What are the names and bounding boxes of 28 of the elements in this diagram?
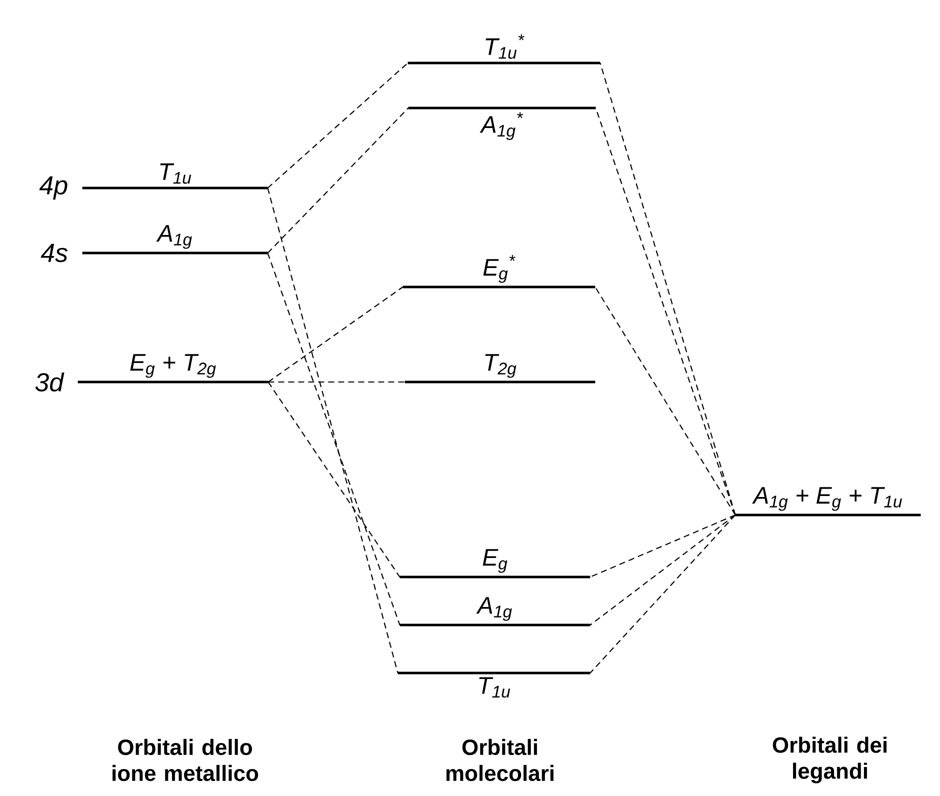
level-label: 4p bbox=[39, 176, 68, 200]
energy-level: T$_{2g}$ bbox=[404, 354, 596, 384]
energy-level: E$_{g}$ + T$_{2g}$ bbox=[78, 354, 268, 384]
energy-level: E$_{g}$* bbox=[402, 255, 596, 288]
column-caption: Orbitali dei legandi bbox=[772, 736, 886, 784]
connector-line bbox=[590, 514, 736, 578]
level-label: 3d bbox=[35, 372, 64, 392]
column-caption: Orbitali molecolari bbox=[446, 738, 554, 782]
connector-line bbox=[268, 381, 405, 383]
connector-line bbox=[268, 382, 400, 578]
energy-level: A$_{1g}$ bbox=[400, 597, 590, 626]
energy-level: T$_{1u}$ bbox=[82, 163, 268, 190]
connector-line bbox=[590, 514, 736, 626]
connector-line bbox=[267, 108, 409, 254]
connector-line bbox=[267, 252, 400, 626]
connector-line bbox=[268, 286, 404, 382]
connector-line bbox=[267, 62, 408, 188]
connector-line bbox=[267, 188, 398, 674]
energy-level: A$_{1g}$* bbox=[408, 106, 596, 140]
energy-level: A$_{1g}$ bbox=[82, 225, 268, 254]
level-label: 4s bbox=[40, 244, 68, 262]
energy-level: E$_{g}$ bbox=[400, 549, 590, 578]
connector-line bbox=[590, 514, 736, 674]
energy-level: T$_{1u}$* bbox=[408, 34, 600, 64]
column-caption: Orbitali dello ione metallico bbox=[112, 738, 258, 782]
energy-level: T$_{1u}$ bbox=[398, 672, 590, 698]
connector-line bbox=[594, 286, 736, 516]
energy-level: A$_{1g}$ + E$_{g}$ + T$_{1u}$ bbox=[735, 487, 921, 516]
